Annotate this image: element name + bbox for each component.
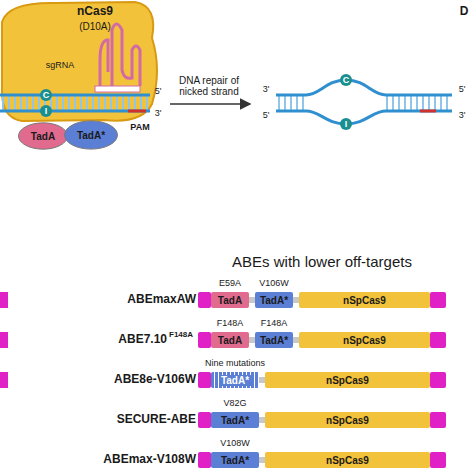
domain-name: TadA* <box>77 130 105 141</box>
domain-box: nSpCas9 <box>265 452 430 468</box>
domain-name: TadA* <box>260 335 288 346</box>
panel-title: ABEs with lower off-targets <box>232 254 412 271</box>
domain-name: TadA <box>31 131 55 142</box>
domain-name: TadA* <box>219 375 251 386</box>
base-marker: I <box>340 118 352 130</box>
domain-ellipse: TadA* <box>64 120 118 150</box>
domain-name: TadA <box>218 335 242 346</box>
domain-name: nSpCas9 <box>326 455 369 466</box>
domain-name: nSpCas9 <box>343 335 386 346</box>
process-arrow <box>170 103 250 105</box>
pam-site <box>128 110 146 113</box>
domain-name: TadA* <box>260 295 288 306</box>
domain-box: TadA <box>211 332 249 348</box>
domain-box: TadA* <box>255 332 293 348</box>
domain-box: TadA* <box>255 292 293 308</box>
annotation-label: DNA repair of nicked strand <box>168 75 250 97</box>
construct-name: ABE7.10 <box>118 333 167 346</box>
sgrna-hairpin <box>100 24 140 88</box>
construct-name: SECURE-ABE <box>117 413 196 426</box>
construct-name: ABEmax-V108W <box>103 453 196 466</box>
domain-box: TadA* <box>211 452 259 468</box>
domain-box: nSpCas9 <box>299 332 430 348</box>
domain-name: nSpCas9 <box>326 415 369 426</box>
annotation-label: sgRNA <box>46 61 75 71</box>
base-marker: C <box>40 89 52 101</box>
domain-name: TadA <box>218 295 242 306</box>
domain-box: TadA <box>211 292 249 308</box>
domain-box: nSpCas9 <box>265 372 430 388</box>
annotation-label: V82G <box>223 399 246 409</box>
annotation-label: 5' <box>263 111 270 121</box>
construct-name: ABE8e-V106W <box>114 373 196 386</box>
annotation-label: 3' <box>459 111 466 121</box>
annotation-label: F148A <box>261 319 288 329</box>
domain-box: TadA* <box>211 372 259 388</box>
domain-box: TadA* <box>211 412 259 428</box>
annotation-label: V108W <box>220 439 250 449</box>
annotation-label: F148A <box>169 331 193 340</box>
annotation-label: 5' <box>155 87 162 97</box>
domain-name: nSpCas9 <box>343 295 386 306</box>
annotation-label: F148A <box>217 319 244 329</box>
domain-name: nSpCas9 <box>326 375 369 386</box>
annotation-label: E59A <box>219 279 241 289</box>
domain-box: nSpCas9 <box>265 412 430 428</box>
annotation-label: 3' <box>155 109 162 119</box>
annotation-label: V106W <box>259 279 289 289</box>
construct-name: ABEmaxAW <box>127 293 196 306</box>
domain-ellipse: TadA <box>18 122 68 150</box>
base-marker: I <box>40 105 52 117</box>
annotation-label: 5' <box>459 85 466 95</box>
annotation-label: PAM <box>130 123 149 133</box>
base-marker: C <box>340 74 352 86</box>
construct-name: nCas9 <box>77 5 113 18</box>
domain-box: nSpCas9 <box>299 292 430 308</box>
construct-name: D <box>460 5 469 18</box>
domain-name: TadA* <box>221 415 249 426</box>
annotation-label: 3' <box>263 85 270 95</box>
domain-name: TadA* <box>221 455 249 466</box>
annotation-label: Nine mutations <box>205 359 265 369</box>
annotation-label: (D10A) <box>79 21 111 32</box>
